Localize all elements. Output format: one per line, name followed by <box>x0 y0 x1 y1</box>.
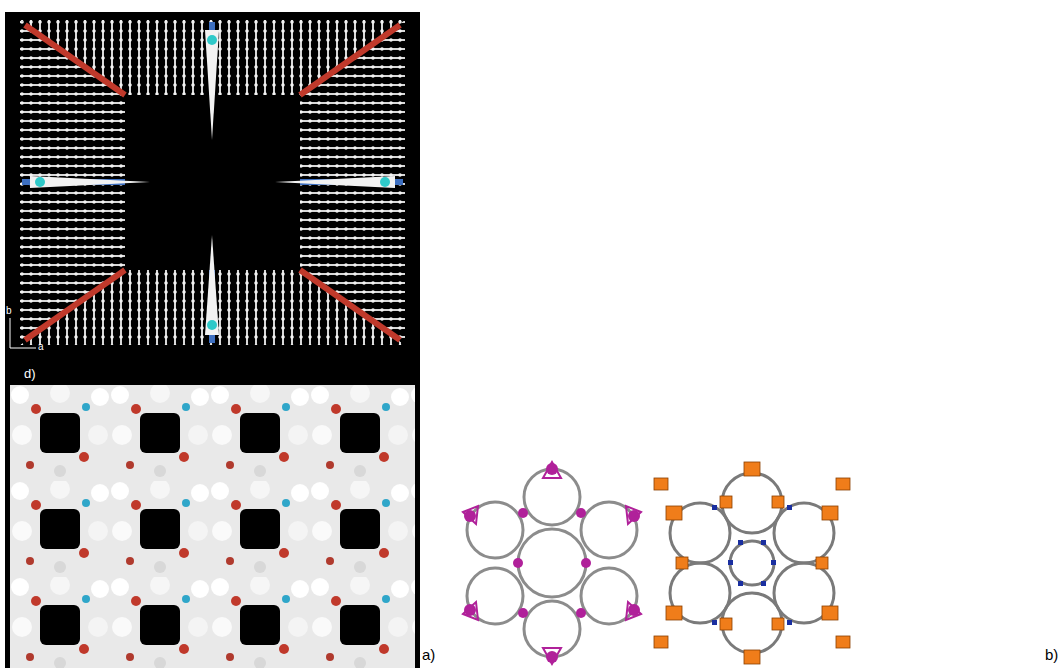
panel-label: d) <box>24 366 36 381</box>
panel-label: b) <box>1045 646 1058 663</box>
axis-label: b <box>6 305 12 316</box>
axis-label: a <box>38 341 44 352</box>
panel-label: a) <box>422 646 435 663</box>
